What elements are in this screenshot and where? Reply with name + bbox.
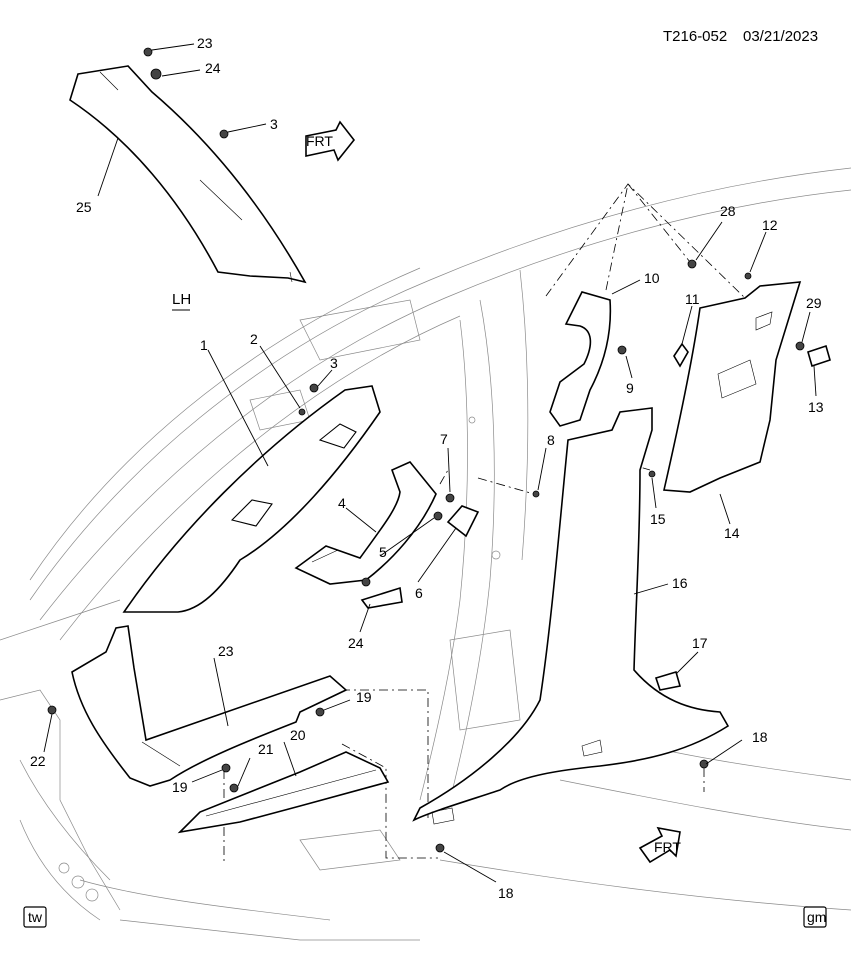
- callout-26: 24: [205, 60, 221, 76]
- callout-17: 17: [692, 635, 708, 651]
- cover-24: [360, 586, 403, 609]
- front-arrow-top: FRT: [305, 120, 356, 162]
- figure-date: 03/21/2023: [743, 28, 818, 45]
- callout-24: 24: [348, 635, 364, 651]
- callout-1: 1: [200, 337, 208, 353]
- footer-badge-gm-text: gm: [807, 909, 826, 925]
- callout-13: 13: [808, 399, 824, 415]
- cover-6: [446, 505, 480, 538]
- cap-13: [807, 344, 831, 368]
- fastener-3-top: [219, 129, 229, 139]
- fastener-12: [744, 272, 752, 280]
- callout-27: 25: [76, 199, 92, 215]
- callout-28: 28: [720, 203, 736, 219]
- fastener-19b: [221, 763, 231, 773]
- callout-3-top: 3: [270, 116, 278, 132]
- fastener-7: [445, 493, 455, 503]
- callout-5: 5: [379, 544, 387, 560]
- callout-18-right: 18: [752, 729, 768, 745]
- leader-lines: [43, 43, 817, 883]
- callout-4: 4: [338, 495, 346, 511]
- clip-17: [654, 671, 682, 691]
- fastener-3: [309, 383, 319, 393]
- callout-18-bottom: 18: [498, 885, 514, 901]
- footer-badge-tw: tw: [23, 906, 47, 928]
- spring-11: [673, 342, 689, 368]
- callout-23: 23: [218, 643, 234, 659]
- b-pillar-lower-trim: [412, 407, 730, 825]
- fastener-21: [229, 783, 239, 793]
- callout-8: 8: [547, 432, 555, 448]
- fastener-26: [150, 68, 162, 80]
- fastener-9: [617, 345, 627, 355]
- side-label: LH: [172, 291, 191, 308]
- fastener-18: [435, 843, 445, 853]
- footer-badge-tw-text: tw: [28, 909, 43, 925]
- fastener-22: [47, 705, 57, 715]
- callout-9: 9: [626, 380, 634, 396]
- a-pillar-lower-trim: [122, 385, 381, 613]
- fastener-8: [532, 490, 540, 498]
- callout-14: 14: [724, 525, 740, 541]
- b-pillar-upper-trim: [663, 281, 802, 493]
- fastener-18b: [699, 759, 709, 769]
- callout-21: 21: [258, 741, 274, 757]
- callout-2: 2: [250, 331, 258, 347]
- fastener-5b: [361, 577, 371, 587]
- front-arrow-bottom: FRT: [638, 826, 681, 864]
- a-pillar-upper-garnish: [69, 65, 307, 284]
- callout-19-right: 19: [356, 689, 372, 705]
- callout-29: 29: [806, 295, 822, 311]
- front-arrow-label: FRT: [306, 133, 333, 149]
- assist-handle-rear: [549, 291, 612, 427]
- callout-6: 6: [415, 585, 423, 601]
- sill-plate-front: [71, 625, 348, 787]
- fastener-2: [298, 408, 306, 416]
- callout-25: 23: [197, 35, 213, 51]
- fasteners: [47, 47, 805, 853]
- callout-20: 20: [290, 727, 306, 743]
- callout-22: 22: [30, 753, 46, 769]
- alignment-lines: [223, 183, 746, 862]
- figure-id: T216-052: [663, 28, 727, 45]
- callout-numbers: 23 24 3 25 1 2 3 4 5 6 7 8 9 10 11 12 13…: [30, 35, 824, 901]
- fastener-5: [433, 511, 443, 521]
- callout-3: 3: [330, 355, 338, 371]
- callout-12: 12: [762, 217, 778, 233]
- front-arrow-label: FRT: [654, 839, 681, 855]
- callout-10: 10: [644, 270, 660, 286]
- fastener-28: [687, 259, 697, 269]
- footer-badge-gm: gm: [803, 906, 827, 928]
- assist-handle-front: [294, 461, 437, 585]
- callout-19-left: 19: [172, 779, 188, 795]
- fastener-25: [143, 47, 153, 57]
- sill-retainer-20: [177, 751, 390, 834]
- fastener-29: [795, 341, 805, 351]
- callout-7: 7: [440, 431, 448, 447]
- callout-16: 16: [672, 575, 688, 591]
- vehicle-body-outline: [0, 167, 851, 941]
- fastener-19: [315, 707, 325, 717]
- fastener-15: [648, 470, 656, 478]
- callout-15: 15: [650, 511, 666, 527]
- callout-11: 11: [685, 291, 700, 307]
